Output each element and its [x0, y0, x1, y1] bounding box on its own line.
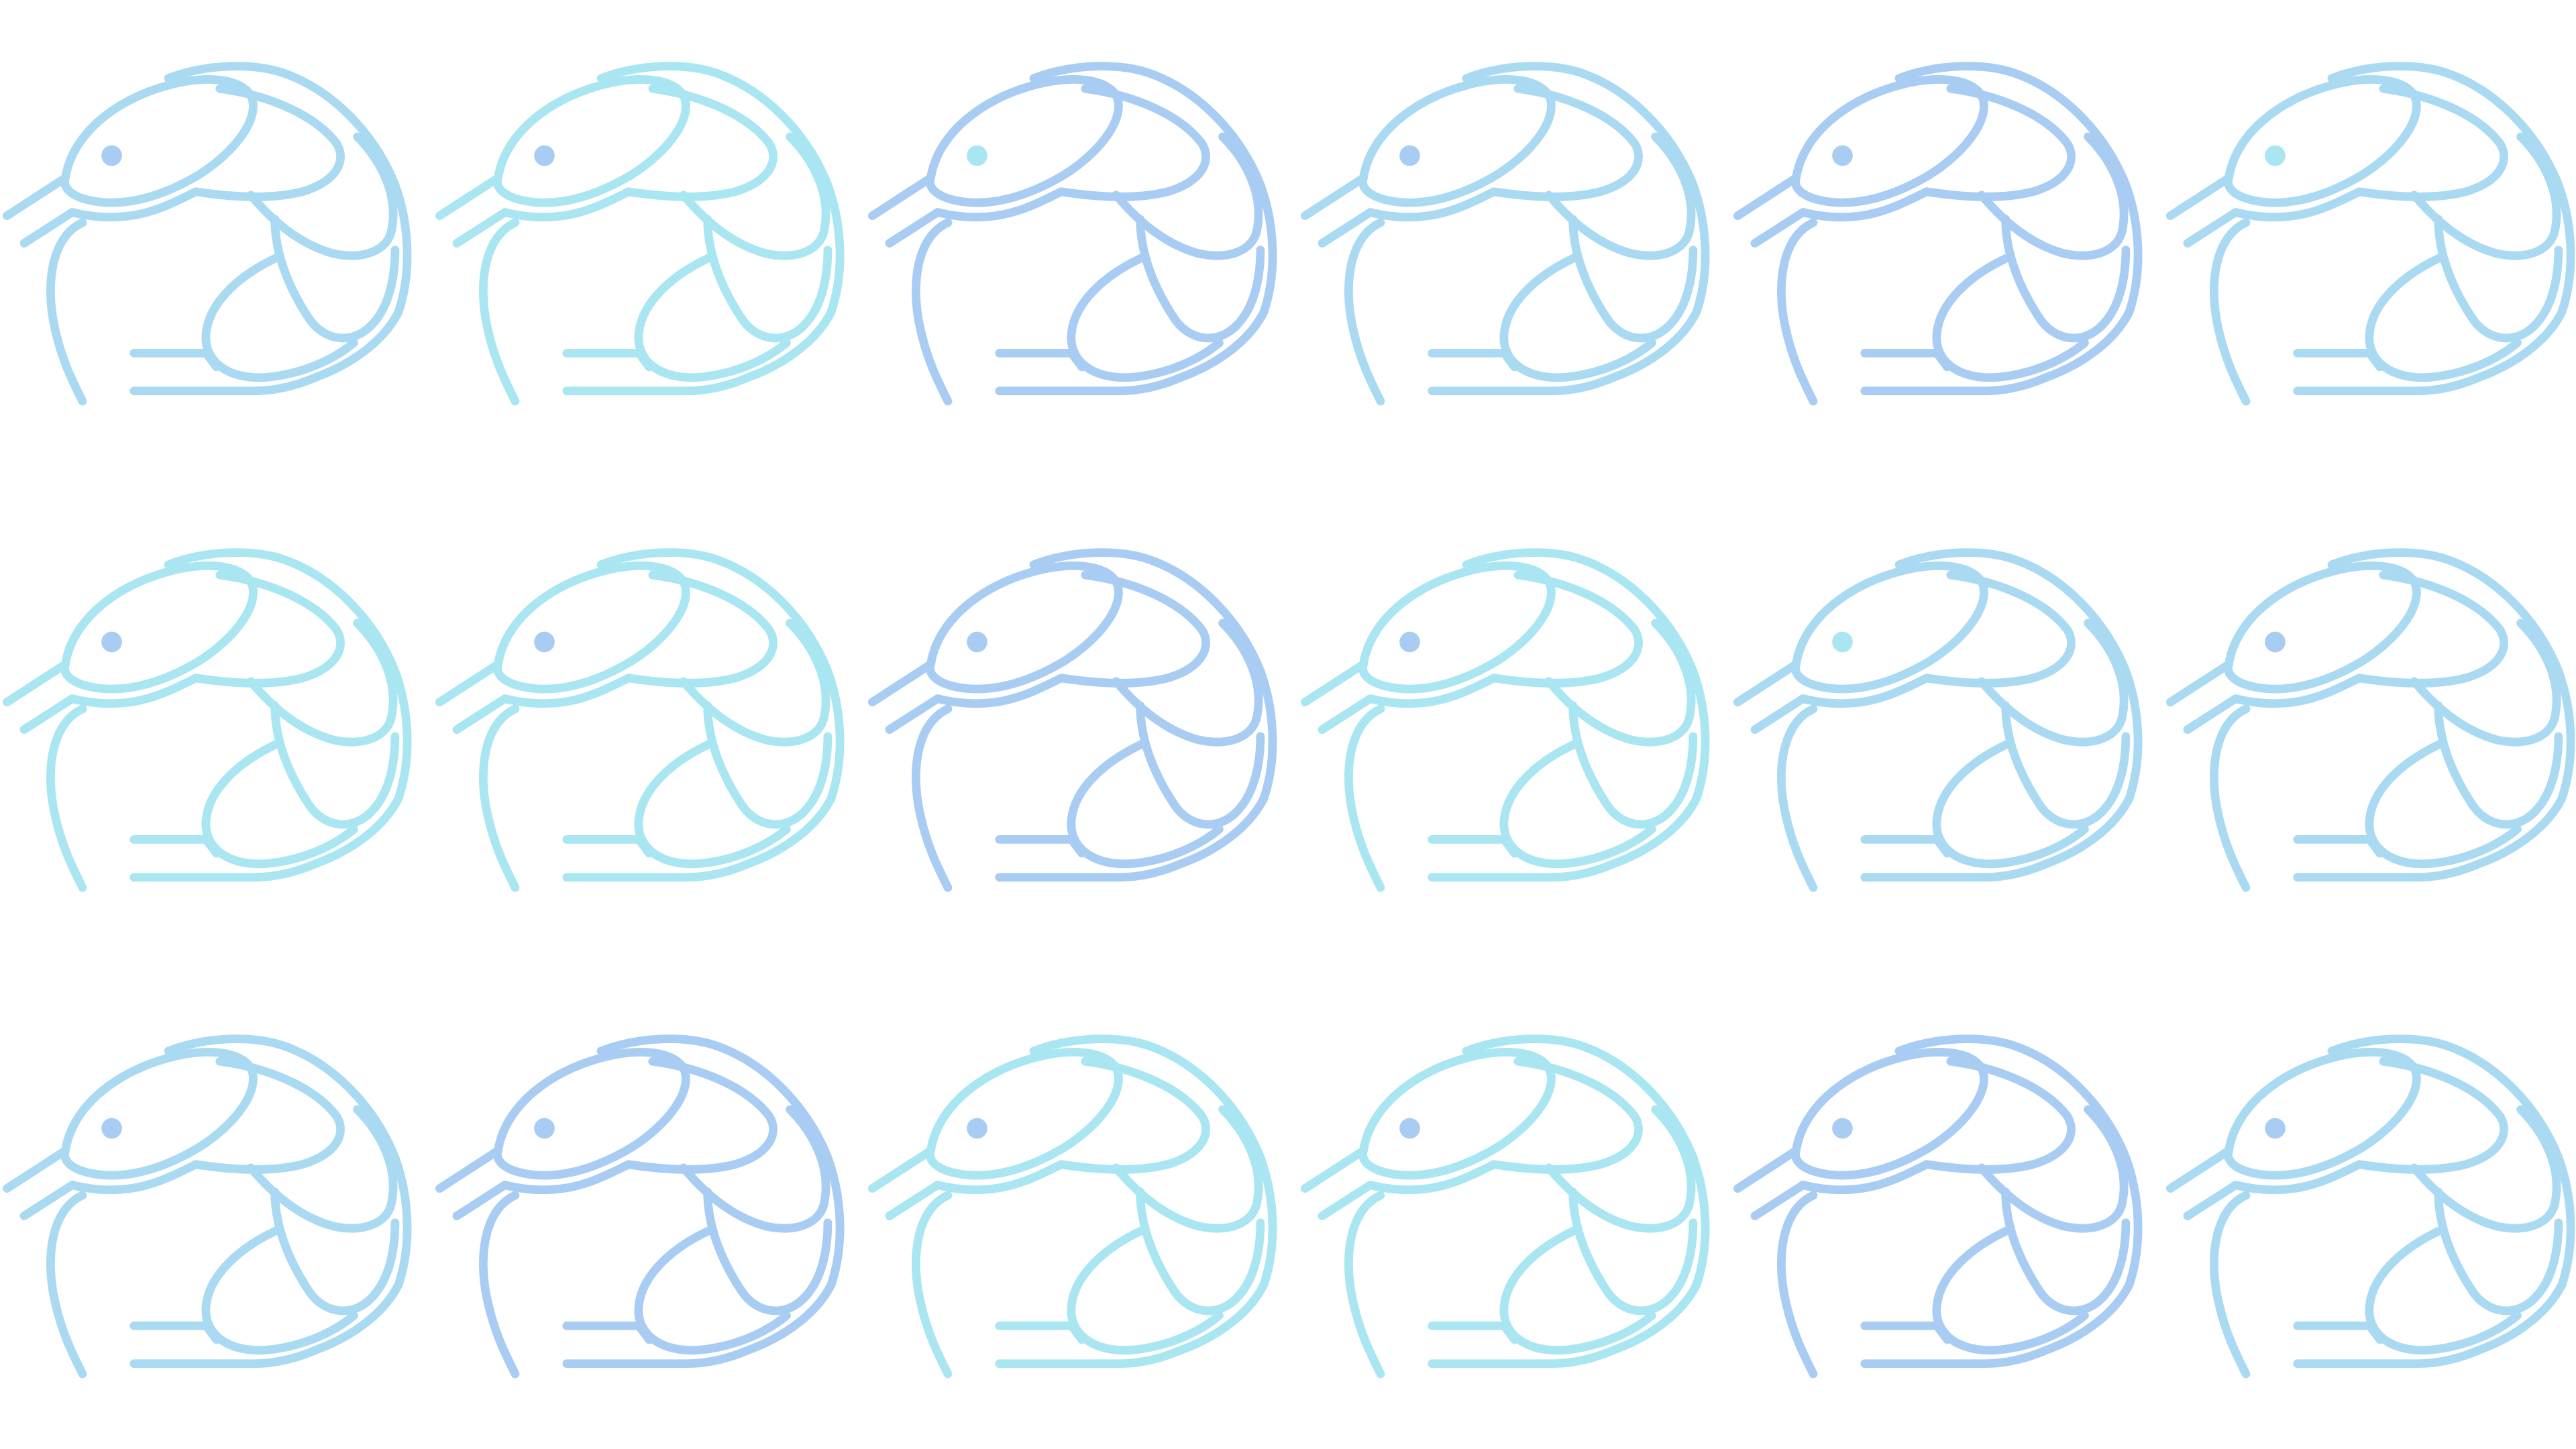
- shrimp-icon: [1727, 1000, 2157, 1429]
- shrimp-icon: [1727, 513, 2157, 943]
- shrimp-icon: [429, 513, 859, 943]
- shrimp-icon: [429, 1000, 859, 1429]
- shrimp-icon: [1295, 1000, 1724, 1429]
- shrimp-icon: [862, 513, 1291, 943]
- shrimp-icon: [2160, 1000, 2576, 1429]
- shrimp-icon: [862, 1000, 1291, 1429]
- shrimp-icon: [429, 27, 859, 456]
- shrimp-icon: [862, 27, 1291, 456]
- shrimp-icon: [1295, 27, 1724, 456]
- shrimp-icon: [0, 1000, 426, 1429]
- shrimp-icon: [0, 27, 426, 456]
- shrimp-icon: [0, 513, 426, 943]
- shrimp-icon: [1295, 513, 1724, 943]
- shrimp-icon: [2160, 513, 2576, 943]
- shrimp-icon: [1727, 27, 2157, 456]
- shrimp-icon: [2160, 27, 2576, 456]
